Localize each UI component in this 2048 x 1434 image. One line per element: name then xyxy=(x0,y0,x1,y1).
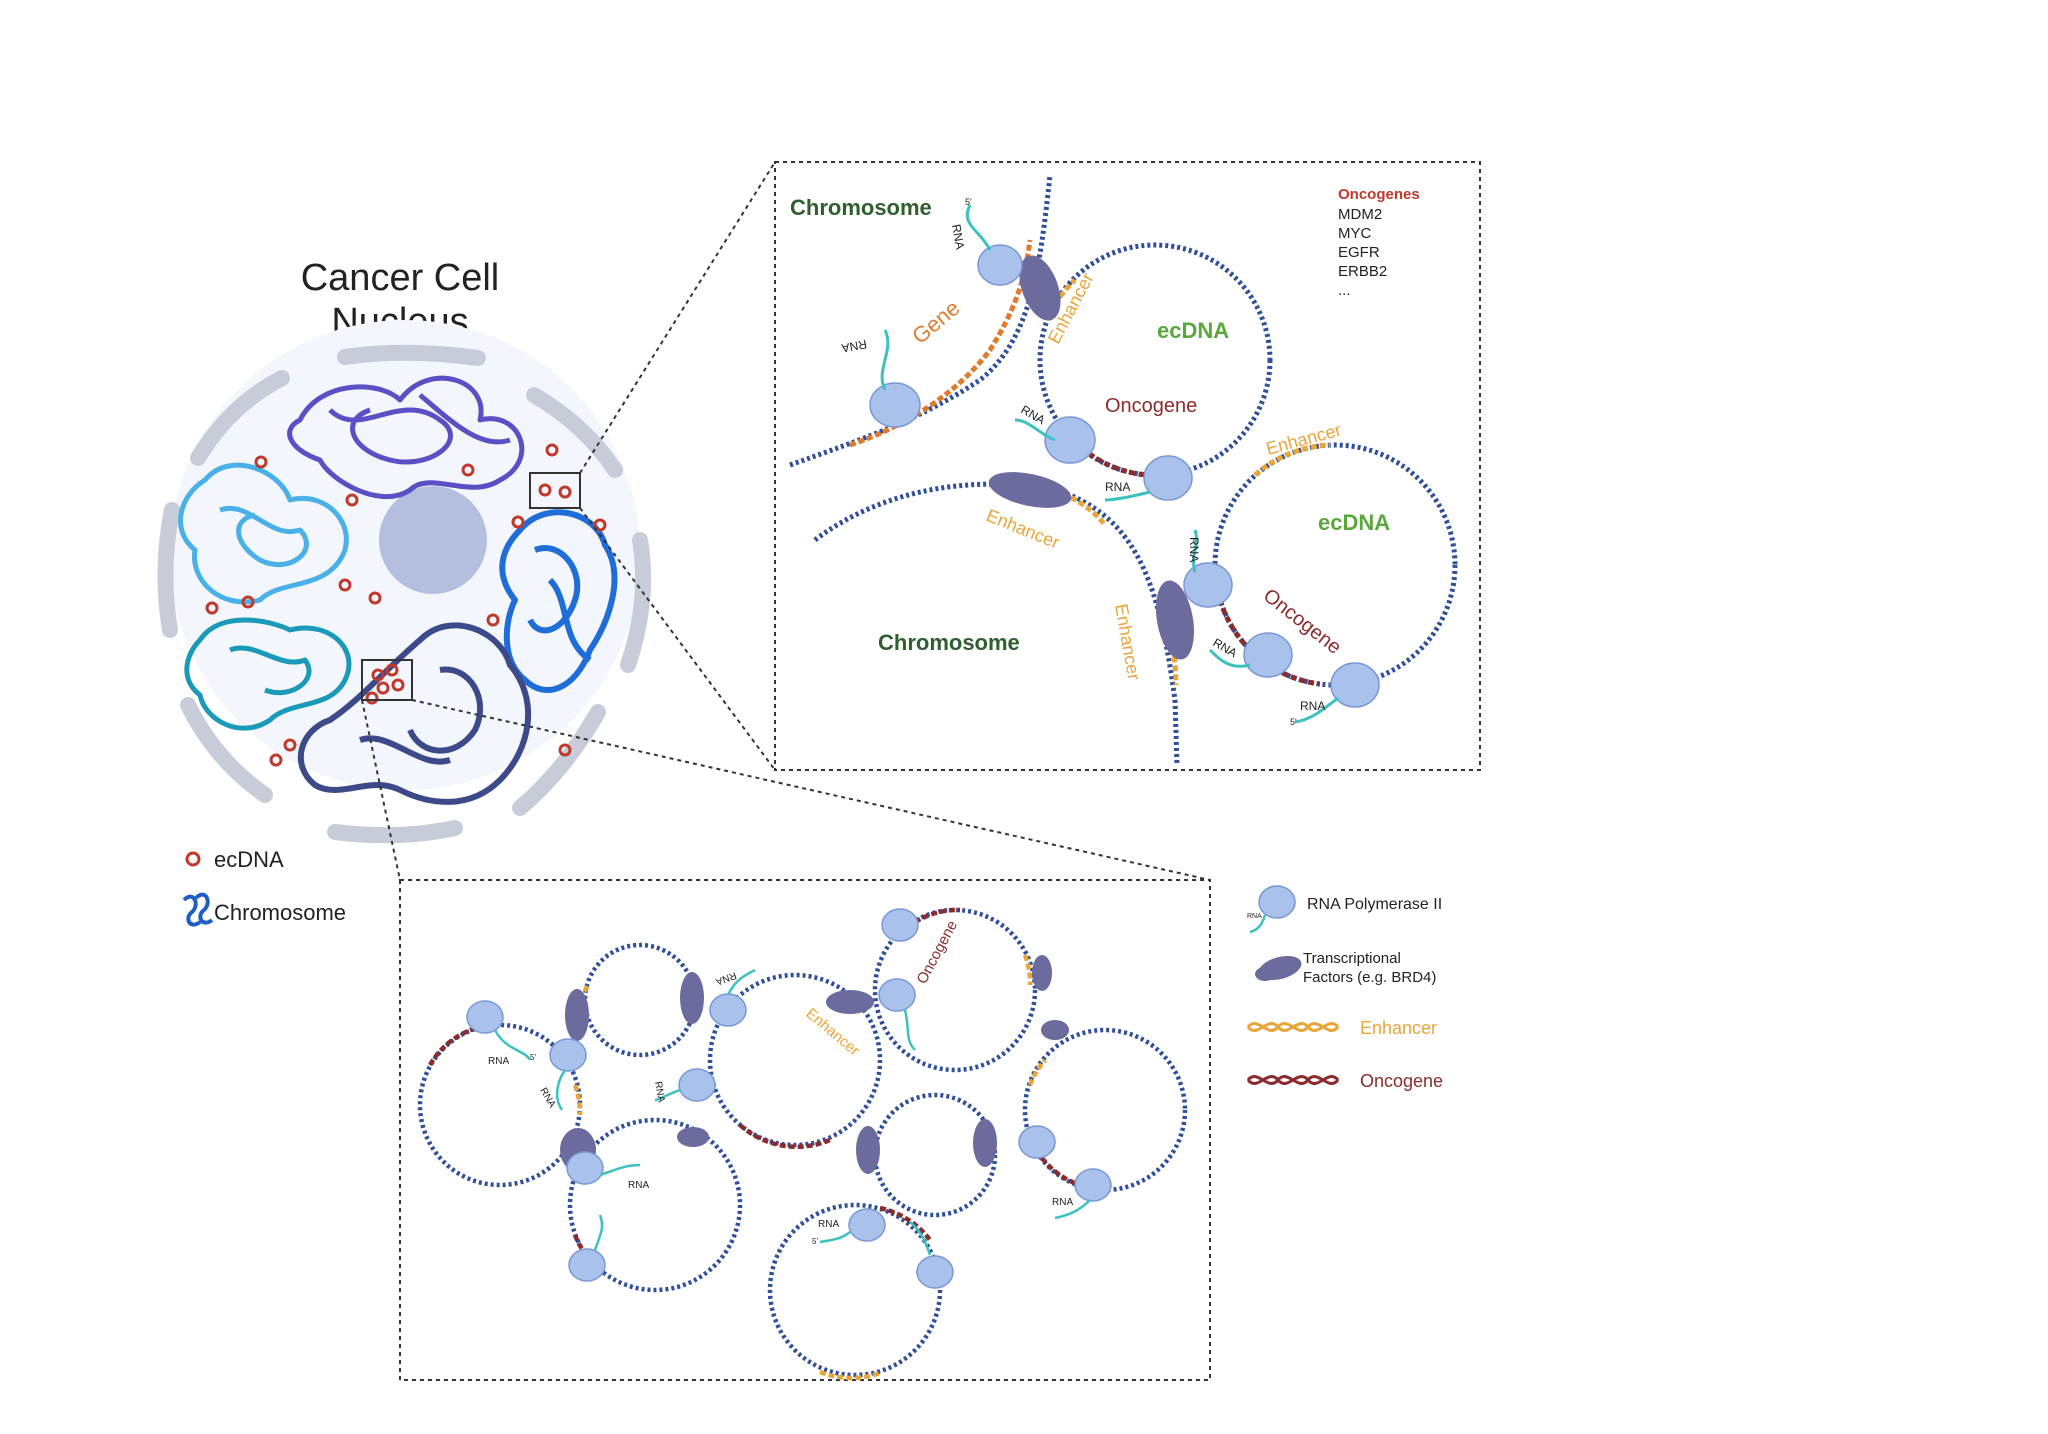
legend-polymerase-label: RNA Polymerase II xyxy=(1307,896,1442,913)
right-legend: RNA RNA Polymerase II Transcriptional Fa… xyxy=(1246,885,1443,1091)
oncogene-list-item: EGFR xyxy=(1338,244,1380,261)
nuclear-membrane xyxy=(157,344,652,844)
chromosome-territory-cyan xyxy=(184,617,352,731)
legend-oncogene-label: Oncogene xyxy=(1360,1071,1443,1091)
nucleus-group: Cancer Cell Nucleus xyxy=(157,257,652,844)
ecdna-label-top: ecDNA xyxy=(1157,318,1229,343)
legend-chromosome-label: Chromosome xyxy=(214,900,346,925)
oncogenes-heading: Oncogenes xyxy=(1338,186,1420,203)
ecdna-label-bottom: ecDNA xyxy=(1318,510,1390,535)
rna-label: RNA xyxy=(1105,480,1130,494)
chromosome-label-top: Chromosome xyxy=(790,195,932,220)
oncogene-list-item: ERBB2 xyxy=(1338,263,1387,280)
chromosome-territory-purple xyxy=(287,375,525,499)
oncogene-list-item: MDM2 xyxy=(1338,206,1382,223)
polymerase-icon xyxy=(869,244,1380,708)
rna-label: RNA xyxy=(488,1056,509,1067)
five-prime-label: 5' xyxy=(812,1237,818,1246)
rna-strand xyxy=(493,968,1091,1256)
transcription-factor-icon xyxy=(1255,955,1302,981)
nucleus-title-line1: Cancer Cell xyxy=(301,257,500,299)
left-legend: ecDNA Chromosome xyxy=(182,847,346,927)
legend-polymerase-rna-label: RNA xyxy=(1247,913,1262,920)
zoom-panel-1: Chromosome Chromosome ecDNA ecDNA Oncoge… xyxy=(774,161,1481,771)
rna-label: RNA xyxy=(628,1180,649,1191)
oncogene-list-item: MYC xyxy=(1338,225,1372,242)
five-prime-label: 5' xyxy=(965,197,972,207)
five-prime-label: 5' xyxy=(530,1053,536,1062)
legend-ecdna-label: ecDNA xyxy=(214,847,284,872)
chromosome-territory-navy xyxy=(297,622,532,805)
nucleus-ecdna-dots xyxy=(205,443,607,767)
rna-label: RNA xyxy=(1187,537,1201,562)
rna-label: RNA xyxy=(652,1081,667,1104)
zoom-panel-2: Enhancer Oncogene xyxy=(399,879,1211,1381)
rna-strand xyxy=(880,204,1339,724)
legend-tf-label-line1: Transcriptional xyxy=(1303,950,1401,967)
oncogene-label: Oncogene xyxy=(1105,395,1197,417)
chromosome-icon xyxy=(182,892,214,927)
transcription-factor-icon xyxy=(988,255,1195,660)
rna-label: RNA xyxy=(1300,699,1325,713)
zoom-source-box-1 xyxy=(529,472,581,509)
five-prime-label: 5' xyxy=(1290,717,1297,727)
zoom-panel-2-border xyxy=(399,879,1211,1381)
rna-label: RNA xyxy=(841,337,868,355)
polymerase-icon xyxy=(1249,885,1296,934)
legend-tf-label-line2: Factors (e.g. BRD4) xyxy=(1303,969,1436,986)
chromosome-territory-light-blue xyxy=(178,462,349,605)
zoom-connectors xyxy=(361,161,1211,881)
legend-enhancer-label: Enhancer xyxy=(1360,1018,1437,1038)
oncogene-list-item: ... xyxy=(1338,282,1351,299)
enhancer-dna-icon xyxy=(1246,1022,1340,1032)
zoom-source-box-2 xyxy=(361,659,413,701)
ecdna-icon xyxy=(185,851,201,867)
oncogene-dna-icon xyxy=(1246,1075,1340,1085)
nucleolus xyxy=(379,486,487,594)
rna-label: RNA xyxy=(949,223,967,250)
chromosome-label-bottom: Chromosome xyxy=(878,630,1020,655)
rna-label: RNA xyxy=(1052,1197,1073,1208)
rna-label: RNA xyxy=(818,1219,839,1230)
